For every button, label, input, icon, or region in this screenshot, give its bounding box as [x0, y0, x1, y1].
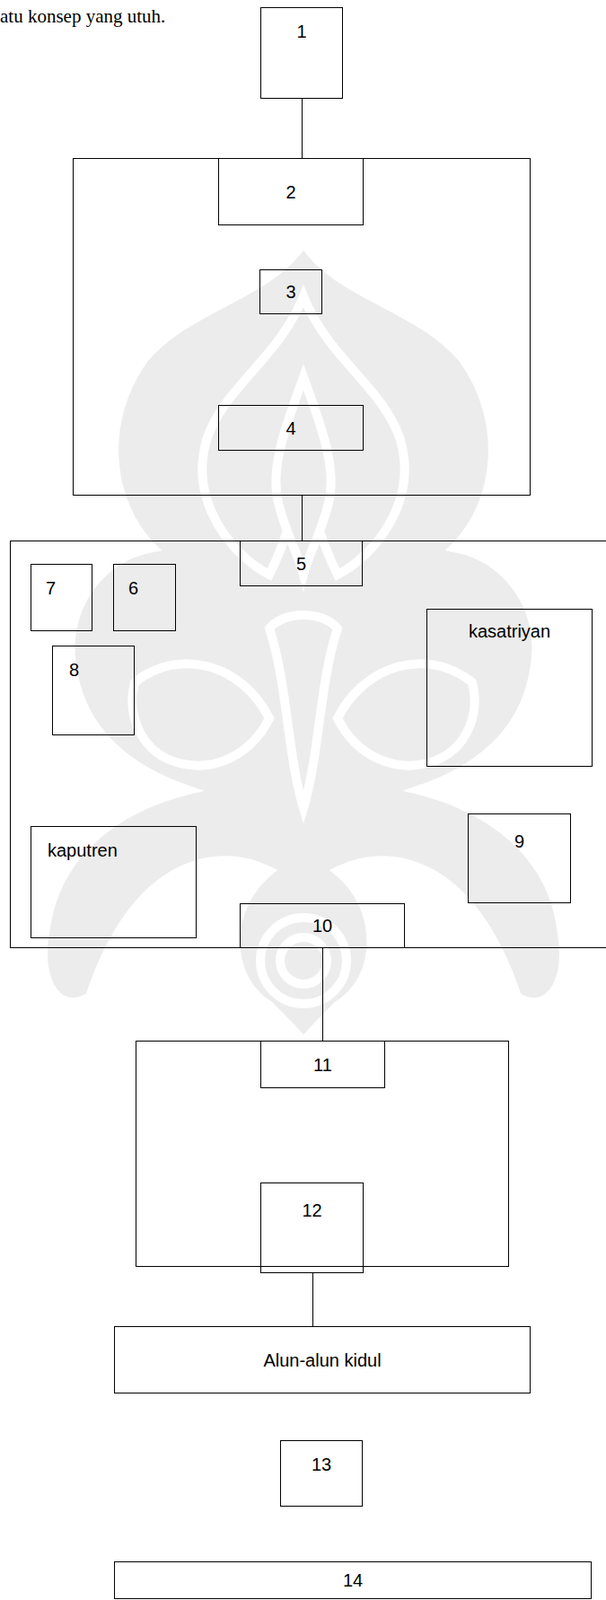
box-label: 8 [69, 658, 80, 681]
connector-stroke [301, 98, 303, 159]
area-box: 13 [280, 1440, 363, 1507]
box-label: 4 [285, 417, 296, 440]
area-box: 6 [113, 563, 176, 632]
area-box: 1 [260, 7, 343, 99]
text-fragment: atu konsep yang utuh. [0, 5, 166, 28]
area-box: 14 [114, 1561, 592, 1599]
enclosure-box: 11 12 [135, 1040, 510, 1267]
box-label: 7 [45, 577, 56, 599]
enclosure-box: 2 3 4 [72, 158, 531, 496]
area-box: kasatriyan [426, 608, 593, 767]
area-box: 12 [260, 1182, 364, 1274]
box-label: 6 [128, 577, 139, 599]
area-box: 3 [259, 269, 323, 315]
connector-line [322, 948, 324, 1041]
area-box: Alun-alun kidul [114, 1326, 531, 1394]
enclosure-box: 5 7 6 kasatriyan 8 9 kaputren 10 [9, 540, 606, 949]
connector-stroke [301, 495, 303, 541]
area-box: kaputren [30, 825, 197, 939]
area-box: 4 [218, 404, 364, 451]
box-label: 10 [312, 914, 333, 937]
box-label: 3 [285, 281, 296, 303]
box-label: 11 [313, 1053, 333, 1076]
connector-stroke [312, 1273, 314, 1327]
box-label: 12 [301, 1199, 322, 1221]
box-label: 14 [342, 1569, 363, 1591]
box-label: Alun-alun kidul [263, 1349, 381, 1371]
box-label: 2 [285, 181, 296, 203]
area-box: 2 [218, 158, 364, 226]
box-label: 9 [514, 830, 525, 852]
area-box: 5 [239, 540, 363, 587]
box-label: 5 [296, 553, 307, 575]
box-label: kaputren [47, 839, 118, 861]
connector-line [312, 1273, 314, 1327]
box-label: 13 [311, 1453, 332, 1476]
area-box: 10 [239, 903, 405, 949]
area-box: 11 [260, 1040, 386, 1089]
area-box: 8 [52, 645, 135, 736]
connector-stroke [322, 948, 324, 1041]
area-box: 9 [467, 813, 571, 904]
connector-line [301, 495, 303, 541]
box-label: 1 [296, 20, 307, 43]
connector-line [301, 98, 303, 159]
box-label: kasatriyan [468, 620, 551, 642]
area-box: 7 [30, 563, 93, 632]
